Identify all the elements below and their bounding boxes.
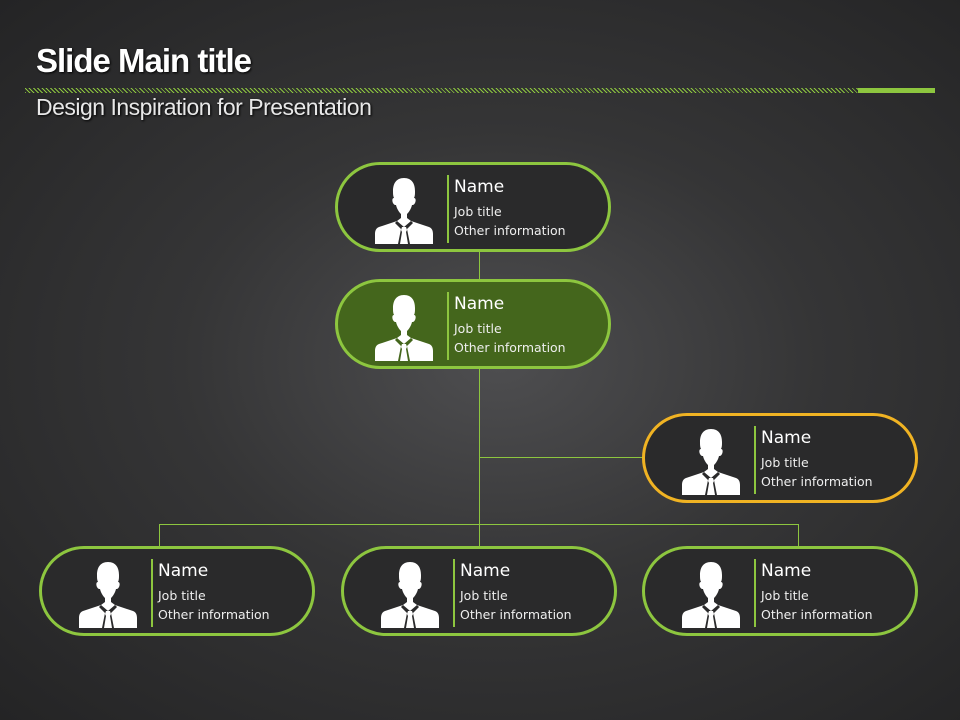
job-title: Job title: [158, 588, 206, 603]
other-information: Other information: [158, 607, 270, 622]
person-name: Name: [454, 177, 505, 197]
connector: [159, 524, 799, 525]
title-rule-hatched: [25, 88, 858, 93]
card-divider: [447, 292, 449, 360]
other-information: Other information: [761, 474, 873, 489]
job-title: Job title: [761, 588, 809, 603]
card-divider: [754, 426, 756, 494]
person-silhouette-icon: [79, 562, 137, 628]
card-divider: [151, 559, 153, 627]
card-divider: [453, 559, 455, 627]
title-rule-solid: [858, 88, 935, 93]
connector: [159, 524, 160, 546]
slide-subtitle: Design Inspiration for Presentation: [36, 94, 372, 120]
slide-title: Slide Main title: [36, 42, 252, 79]
person-name: Name: [460, 561, 511, 581]
person-silhouette-icon: [682, 562, 740, 628]
person-name: Name: [454, 294, 505, 314]
job-title: Job title: [460, 588, 508, 603]
org-card-assistant[interactable]: Name Job title Other information: [642, 413, 918, 503]
other-information: Other information: [454, 340, 566, 355]
job-title: Job title: [454, 204, 502, 219]
person-name: Name: [761, 561, 812, 581]
org-card-top[interactable]: Name Job title Other information: [335, 162, 611, 252]
connector: [798, 524, 799, 546]
card-divider: [754, 559, 756, 627]
org-card-report-3[interactable]: Name Job title Other information: [642, 546, 918, 636]
person-silhouette-icon: [375, 295, 433, 361]
job-title: Job title: [454, 321, 502, 336]
person-silhouette-icon: [682, 429, 740, 495]
person-silhouette-icon: [381, 562, 439, 628]
other-information: Other information: [454, 223, 566, 238]
person-name: Name: [158, 561, 209, 581]
org-card-manager[interactable]: Name Job title Other information: [335, 279, 611, 369]
connector: [479, 250, 480, 281]
card-divider: [447, 175, 449, 243]
connector: [479, 457, 643, 458]
person-silhouette-icon: [375, 178, 433, 244]
person-name: Name: [761, 428, 812, 448]
org-card-report-2[interactable]: Name Job title Other information: [341, 546, 617, 636]
org-card-report-1[interactable]: Name Job title Other information: [39, 546, 315, 636]
other-information: Other information: [761, 607, 873, 622]
other-information: Other information: [460, 607, 572, 622]
job-title: Job title: [761, 455, 809, 470]
